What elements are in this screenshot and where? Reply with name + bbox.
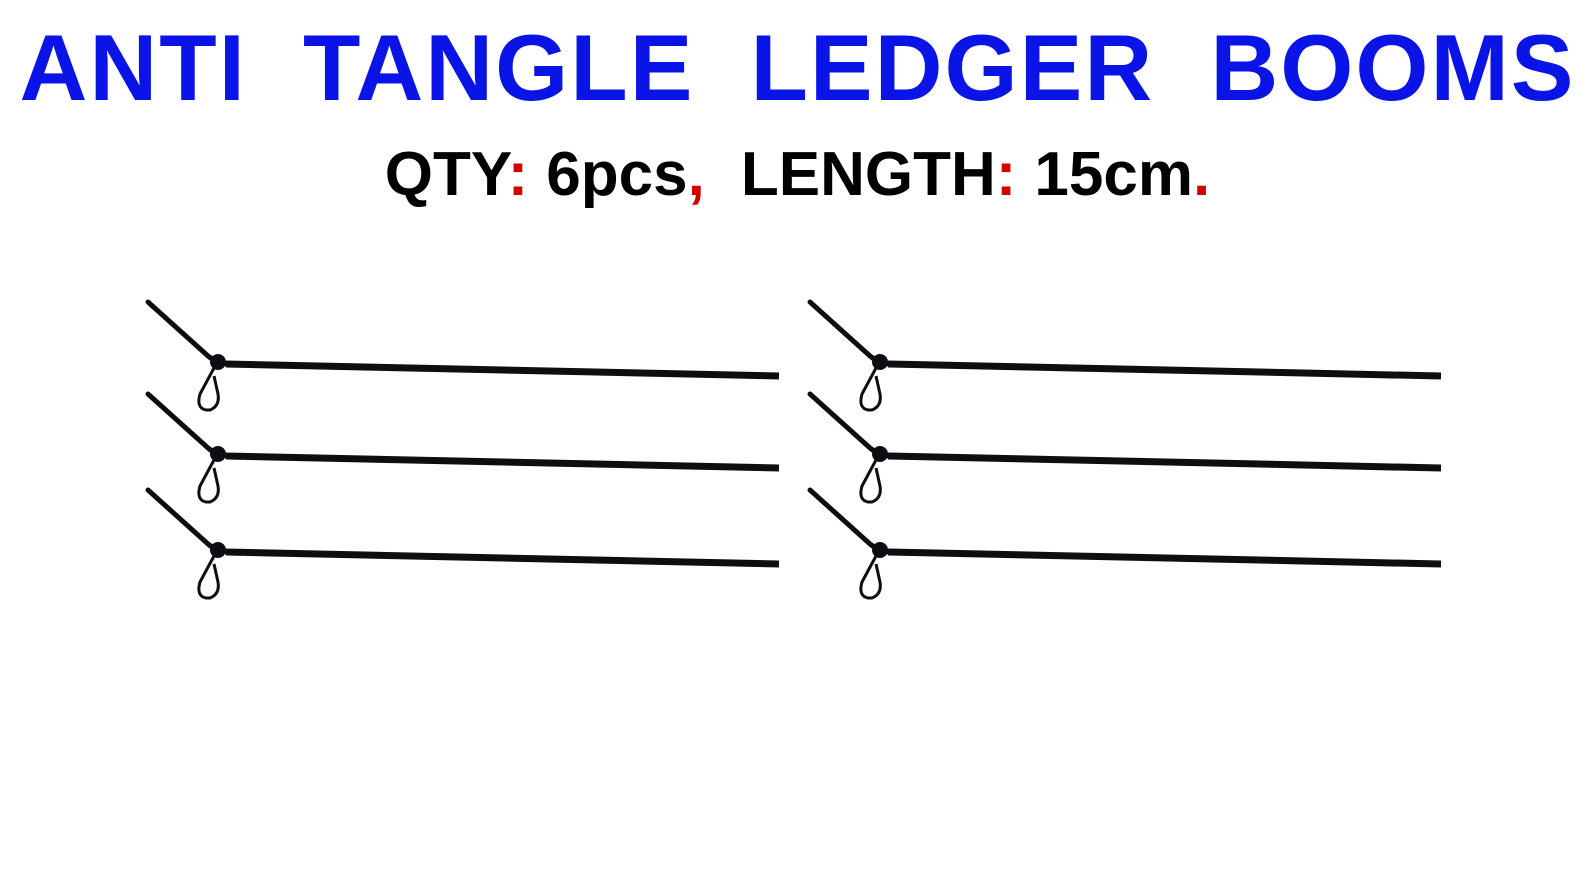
snap-clip xyxy=(859,367,882,412)
ledger-boom-icon xyxy=(145,487,780,600)
qty-colon: : xyxy=(507,140,529,209)
length-label: LENGTH xyxy=(740,140,996,209)
swivel-bead xyxy=(872,354,888,370)
swivel-bead xyxy=(872,542,888,558)
length-colon: : xyxy=(995,140,1017,209)
ledger-boom-icon xyxy=(807,299,1442,412)
snap-clip xyxy=(859,459,882,504)
product-title: ANTI TANGLE LEDGER BOOMS xyxy=(0,18,1595,118)
swivel-bead xyxy=(210,354,226,370)
swivel-bead xyxy=(872,446,888,462)
boom-wire xyxy=(887,452,1442,472)
qty-comma: , xyxy=(687,140,705,209)
ledger-boom-icon xyxy=(145,299,780,412)
qty-label: QTY xyxy=(384,140,508,209)
boom-wire xyxy=(887,360,1442,380)
qty-value: 6pcs xyxy=(546,140,688,209)
snap-clip xyxy=(197,367,220,412)
title-text: ANTI TANGLE LEDGER BOOMS xyxy=(19,15,1576,120)
boom-wire xyxy=(225,360,780,380)
length-value: 15cm xyxy=(1034,140,1193,209)
boom-wire xyxy=(225,452,780,472)
snap-clip xyxy=(197,459,220,504)
swivel-bead xyxy=(210,446,226,462)
product-specs: QTY:6pcs,LENGTH:15cm. xyxy=(0,140,1595,210)
ledger-boom-icon xyxy=(807,391,1442,504)
length-period: . xyxy=(1192,140,1211,209)
ledger-boom-icon xyxy=(807,487,1442,600)
snap-clip xyxy=(197,555,220,600)
snap-clip xyxy=(859,555,882,600)
ledger-boom-icon xyxy=(145,391,780,504)
boom-wire xyxy=(887,548,1442,568)
swivel-bead xyxy=(210,542,226,558)
boom-wire xyxy=(225,548,780,568)
